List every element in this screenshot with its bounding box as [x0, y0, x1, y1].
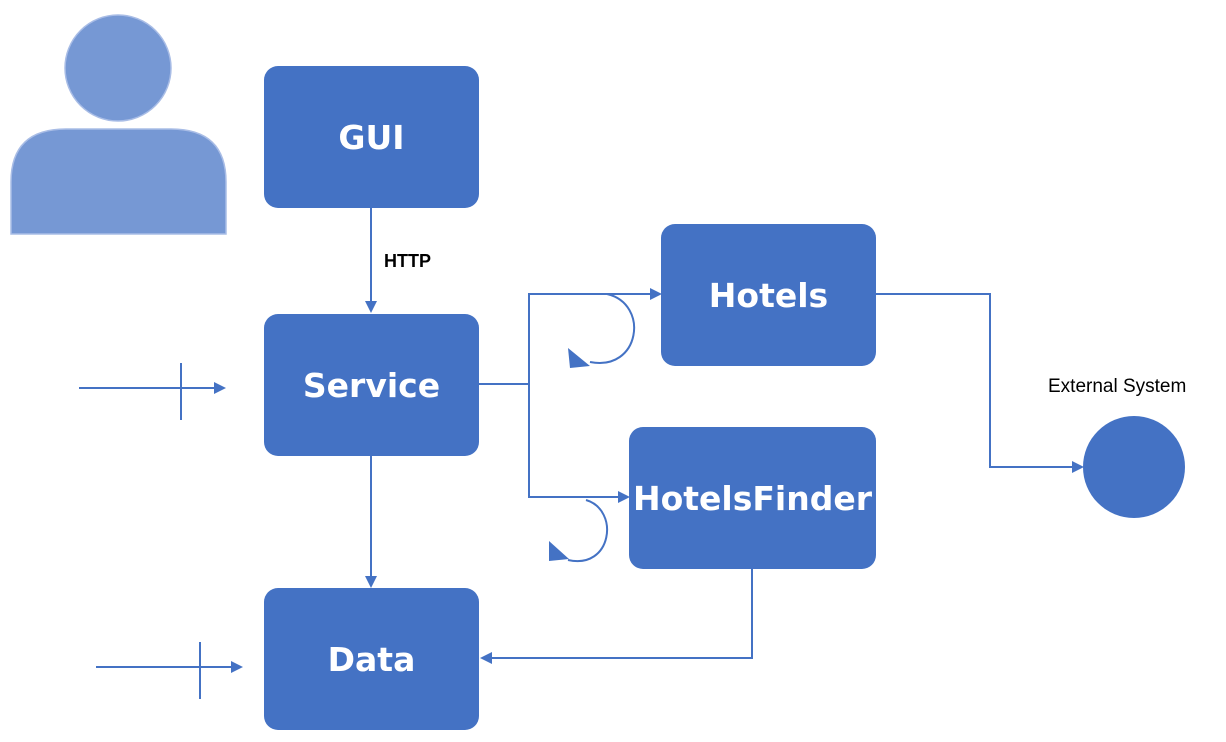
hotels-box-label: Hotels	[708, 275, 829, 315]
service-box: Service	[264, 314, 479, 456]
http-label: HTTP	[384, 251, 431, 271]
gui-box-label: GUI	[338, 117, 405, 157]
hotelsfinder-box: HotelsFinder	[629, 427, 876, 569]
hotelsfinder-to-data-arrow	[480, 568, 753, 664]
service-to-hotelsfinder-arrow	[528, 384, 630, 503]
gui-box: GUI	[264, 66, 479, 208]
hotels-to-external-arrow	[876, 293, 1084, 473]
external-system-circle	[1083, 416, 1185, 518]
data-box: Data	[264, 588, 479, 730]
data-entry-arrow	[96, 642, 243, 699]
data-box-label: Data	[327, 639, 416, 679]
service-to-hotels-arrow	[528, 288, 662, 384]
service-entry-arrow	[79, 363, 226, 420]
hotelsfinder-loop-arrow	[549, 499, 609, 563]
hotels-box: Hotels	[661, 224, 876, 366]
hotels-loop-arrow	[568, 293, 635, 368]
service-box-label: Service	[302, 365, 441, 405]
hotelsfinder-box-label: HotelsFinder	[632, 478, 873, 518]
external-system-label: External System	[1048, 376, 1187, 397]
user-actor-icon	[10, 14, 227, 235]
